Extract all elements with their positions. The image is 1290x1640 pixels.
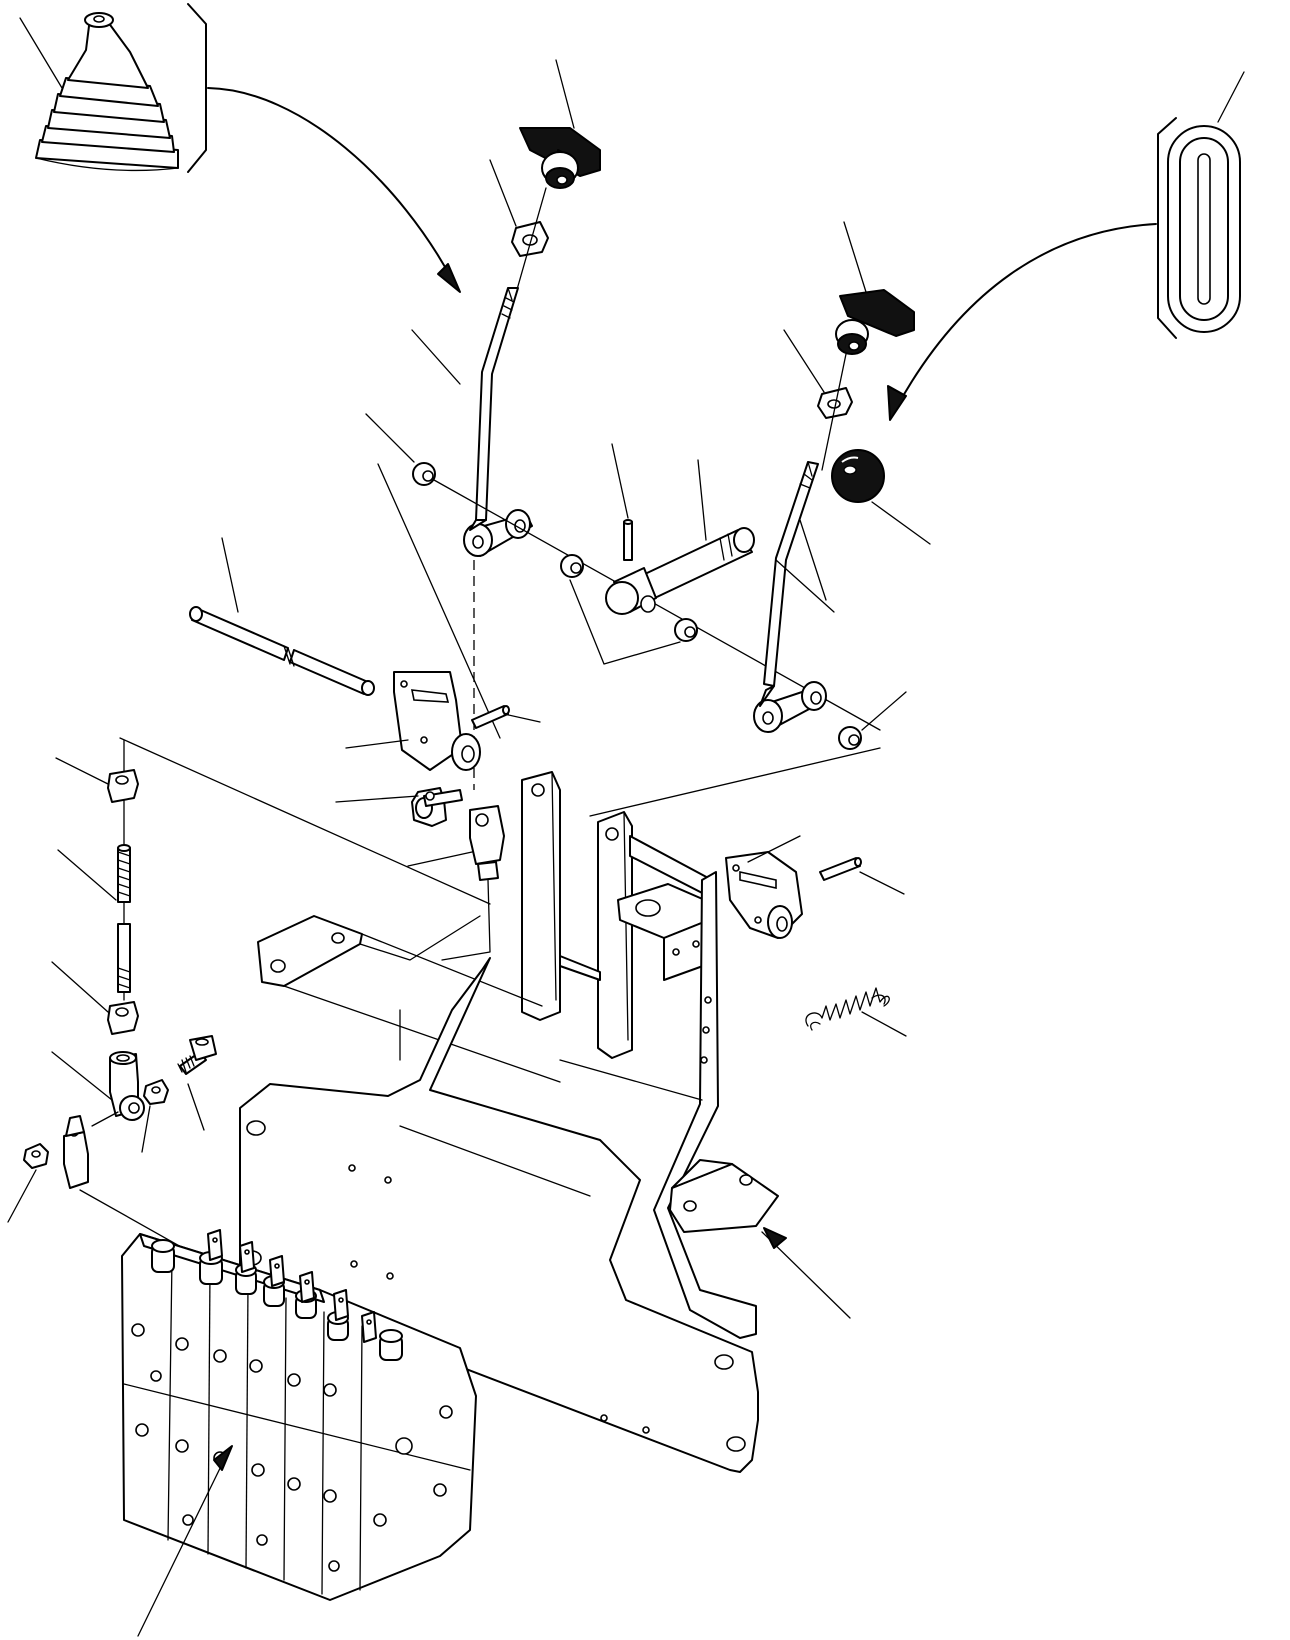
leader-line <box>137 1455 227 1637</box>
leader-line <box>51 961 109 1013</box>
leader-line <box>569 579 681 665</box>
leader-line <box>611 443 629 519</box>
leader-line <box>843 221 867 293</box>
valve-tab <box>269 1255 285 1287</box>
reference-line <box>119 737 491 905</box>
threaded-rod <box>117 844 131 993</box>
bolt <box>177 1035 217 1075</box>
view-arrow <box>893 223 1157 413</box>
mounting-plate <box>239 957 759 1473</box>
view-arrow <box>207 87 456 286</box>
leader-line <box>19 17 63 89</box>
nut <box>107 769 139 803</box>
link-rod <box>441 879 491 961</box>
bushing <box>412 462 436 486</box>
leader-line <box>365 413 415 463</box>
leader-line <box>859 871 905 895</box>
leader-line <box>345 739 409 749</box>
leader-line <box>187 1083 205 1131</box>
bushing <box>560 554 584 578</box>
leader-line <box>489 159 517 227</box>
leader-line <box>871 501 931 545</box>
leader-line <box>221 537 239 613</box>
leader-line <box>861 691 907 731</box>
roll-pin <box>623 519 633 561</box>
view-bracket <box>187 3 207 173</box>
view-arrow-head <box>887 385 907 421</box>
leader-line <box>747 835 801 863</box>
leader-line <box>1217 71 1245 123</box>
leader-line <box>697 459 707 541</box>
clevis <box>63 1115 89 1189</box>
lock-nut-left <box>511 221 549 257</box>
valve-tab <box>239 1241 255 1273</box>
reference-line <box>589 747 881 817</box>
control-valve-block <box>121 1229 477 1601</box>
control-lever-right <box>753 461 827 733</box>
reference-line <box>377 463 501 739</box>
leader-line <box>141 1105 151 1153</box>
lever-knob-left <box>519 127 601 189</box>
roll-pin <box>471 705 510 729</box>
pivot-shaft <box>605 527 755 615</box>
lock-nut-right <box>817 387 853 419</box>
axis-line <box>821 353 847 471</box>
leader-line <box>57 849 117 901</box>
valve-spool <box>379 1329 403 1361</box>
bushing <box>674 618 698 642</box>
rod-end <box>109 1051 145 1121</box>
rod <box>189 606 375 696</box>
valve-tab <box>333 1289 349 1321</box>
axis-line <box>513 187 547 301</box>
leader-line <box>55 757 109 785</box>
nut <box>107 1001 139 1035</box>
bracket-right <box>725 851 803 939</box>
ball-knob <box>831 449 885 503</box>
rubber-boot <box>35 12 179 172</box>
roll-pin <box>819 857 862 881</box>
leader-line <box>861 1011 907 1037</box>
view-arrow-head <box>437 263 461 293</box>
valve-tab <box>361 1311 377 1343</box>
leader-arrow-head <box>763 1227 787 1249</box>
valve-spool <box>151 1239 175 1273</box>
nut <box>23 1143 49 1169</box>
leader-line <box>783 329 825 393</box>
leader-line <box>407 851 473 867</box>
leader-line <box>503 713 541 723</box>
support-frame <box>257 771 757 1339</box>
grommet <box>1167 125 1241 333</box>
leader-line <box>411 329 461 385</box>
leader-line <box>335 795 419 803</box>
support-frame <box>669 1159 779 1233</box>
leader-line <box>91 1111 119 1127</box>
valve-tab <box>207 1229 223 1261</box>
view-bracket <box>1157 117 1177 339</box>
bushing <box>838 726 862 750</box>
leader-arrow-head <box>213 1445 233 1471</box>
clip <box>411 787 463 827</box>
leader-line <box>775 559 835 613</box>
spring <box>805 987 890 1031</box>
leader-line <box>7 1169 37 1223</box>
leader-line <box>51 1051 113 1101</box>
control-lever-left <box>463 287 533 557</box>
clevis <box>469 805 505 881</box>
nut <box>143 1079 169 1105</box>
bracket-left <box>393 671 481 771</box>
leader-line <box>555 59 575 129</box>
valve-tab <box>299 1271 315 1303</box>
leader-line <box>799 519 827 601</box>
lever-knob-right <box>835 289 915 355</box>
